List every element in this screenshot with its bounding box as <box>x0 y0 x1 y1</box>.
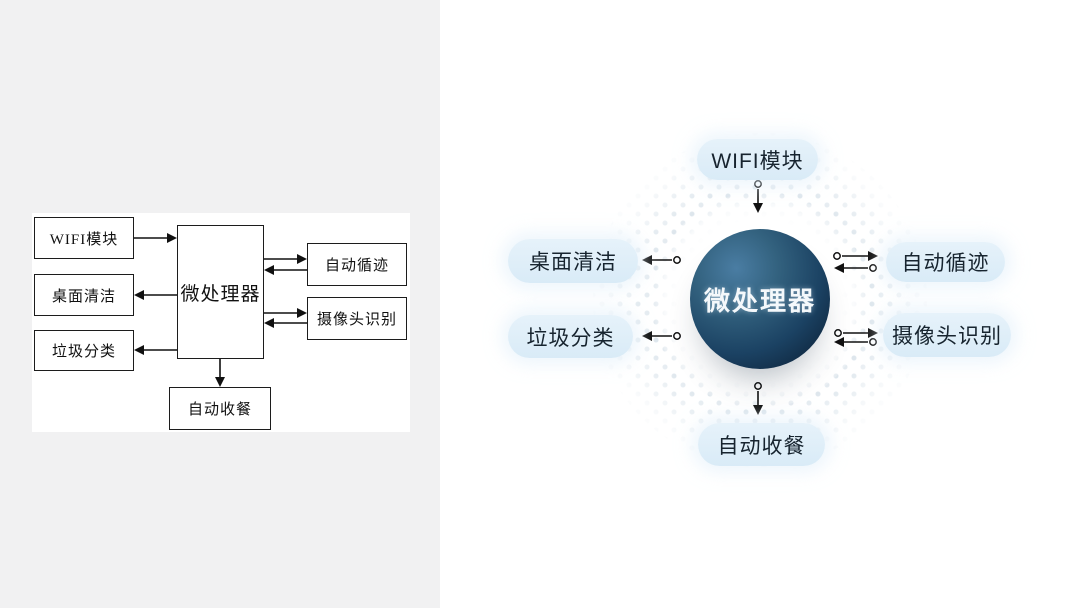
bubble-desktop-clean: 桌面清洁 <box>508 239 638 283</box>
block-diagram-panel: WIFI模块 桌面清洁 垃圾分类 微处理器 自动循迹 摄像头识别 自动收餐 <box>32 213 410 432</box>
bubble-meal-collect: 自动收餐 <box>698 423 825 466</box>
bw-box-wifi-module: WIFI模块 <box>34 217 134 259</box>
bw-box-meal-collect: 自动收餐 <box>169 387 271 430</box>
bubble-garbage-sort: 垃圾分类 <box>508 315 633 358</box>
bw-box-desktop-clean: 桌面清洁 <box>34 274 134 316</box>
left-gray-background: WIFI模块 桌面清洁 垃圾分类 微处理器 自动循迹 摄像头识别 自动收餐 <box>0 0 440 608</box>
microprocessor-label: 微处理器 <box>703 285 816 316</box>
bw-box-auto-track: 自动循迹 <box>307 243 407 286</box>
bw-box-garbage-sort: 垃圾分类 <box>34 330 134 371</box>
bw-box-microprocessor: 微处理器 <box>177 225 264 359</box>
bw-box-camera-recognition: 摄像头识别 <box>307 297 407 340</box>
bubble-camera-recognition: 摄像头识别 <box>883 313 1011 357</box>
bubble-auto-track: 自动循迹 <box>886 242 1005 282</box>
microprocessor-sphere: 微处理器 <box>690 229 830 369</box>
bubble-wifi-module: WIFI模块 <box>697 139 818 180</box>
